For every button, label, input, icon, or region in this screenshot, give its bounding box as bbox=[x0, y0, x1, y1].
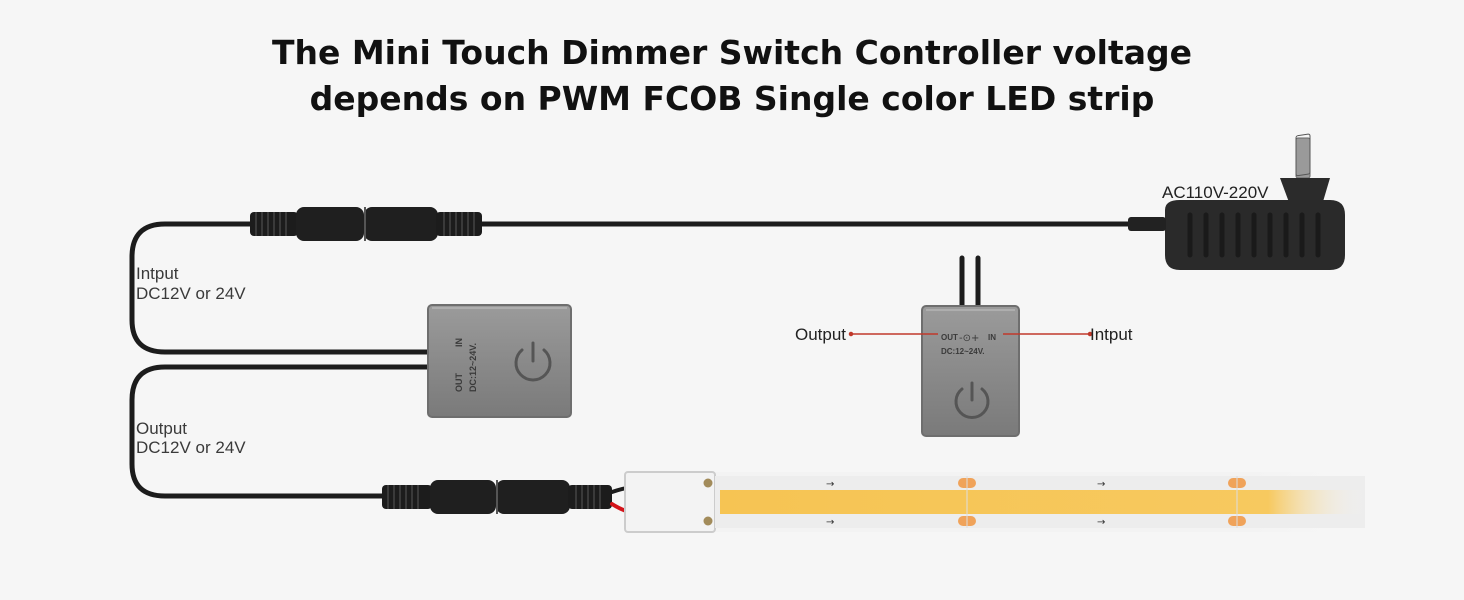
led-strip: → → → → bbox=[624, 471, 1365, 533]
controller-in-text: IN bbox=[454, 338, 464, 347]
detail-in-text: IN bbox=[988, 333, 996, 342]
svg-text:→: → bbox=[826, 517, 834, 528]
input-label-line1: Intput bbox=[136, 264, 179, 283]
power-button-icon[interactable] bbox=[514, 341, 552, 382]
title-line-1: The Mini Touch Dimmer Switch Controller … bbox=[271, 33, 1193, 72]
output-cable bbox=[129, 364, 435, 499]
power-adapter-icon bbox=[1128, 133, 1345, 270]
input-cable bbox=[129, 221, 435, 355]
direction-arrows: → → → → bbox=[826, 479, 1105, 528]
svg-text:→: → bbox=[1097, 517, 1105, 528]
led-light-band bbox=[720, 490, 1365, 514]
cable-set bbox=[129, 221, 1138, 499]
input-label-line2: DC12V or 24V bbox=[136, 284, 246, 303]
bottom-connector bbox=[382, 480, 612, 514]
detail-power-button-icon[interactable] bbox=[954, 381, 990, 419]
polarity-icon: -⊙+ bbox=[959, 333, 979, 344]
svg-text:→: → bbox=[826, 479, 834, 490]
title-line-2: depends on PWM FCOB Single color LED str… bbox=[309, 79, 1155, 118]
callout-lines bbox=[848, 331, 1093, 337]
output-label-line2: DC12V or 24V bbox=[136, 438, 246, 457]
controller-out-text: OUT bbox=[454, 373, 464, 393]
detail-input-label: Intput bbox=[1090, 325, 1133, 344]
controller-rotated-text: OUT IN DC:12~24V. bbox=[454, 338, 478, 392]
controller-voltage-text: DC:12~24V. bbox=[468, 343, 478, 392]
touch-dimmer-controller: OUT IN DC:12~24V. bbox=[427, 304, 572, 418]
svg-text:→: → bbox=[1097, 479, 1105, 490]
detail-output-label: Output bbox=[795, 325, 846, 344]
diagram-title: The Mini Touch Dimmer Switch Controller … bbox=[0, 30, 1464, 122]
detail-out-text: OUT bbox=[941, 333, 958, 342]
output-label-line1: Output bbox=[136, 419, 187, 438]
adapter-voltage-label: AC110V-220V bbox=[1162, 183, 1269, 202]
detail-controller: OUT IN DC:12~24V. -⊙+ bbox=[921, 305, 1020, 437]
top-connector bbox=[250, 207, 482, 241]
detail-voltage-text: DC:12~24V. bbox=[941, 347, 985, 356]
